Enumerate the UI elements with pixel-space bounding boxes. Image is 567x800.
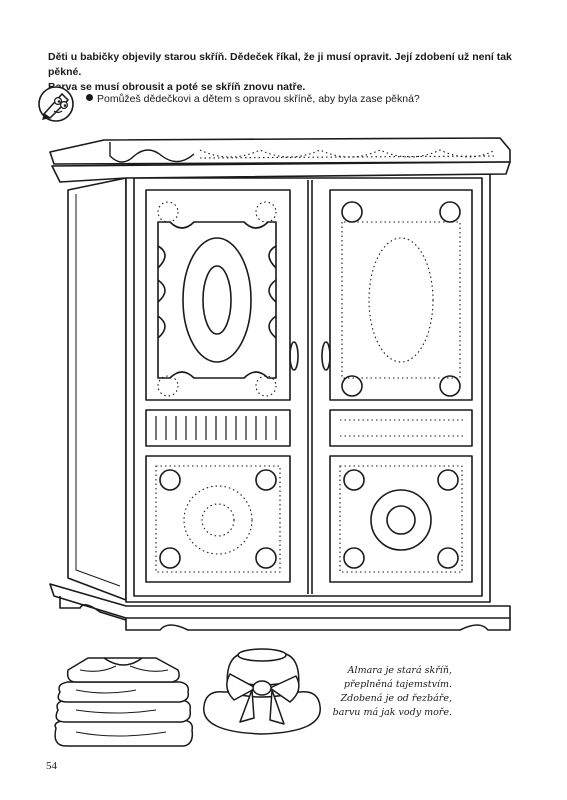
task-instruction: Pomůžeš dědečkovi a dětem s opravou skří… bbox=[86, 93, 420, 105]
poem-line-3: Zdobená je od řezbáře, bbox=[340, 693, 452, 704]
folded-clothes-illustration bbox=[54, 657, 194, 747]
intro-paragraph: Děti u babičky objevily starou skříň. Dě… bbox=[48, 50, 528, 95]
hat-illustration bbox=[203, 648, 321, 735]
poem-line-4: barvu má jak vody moře. bbox=[332, 707, 452, 718]
poem-line-1: Almara je stará skříň, bbox=[347, 665, 452, 676]
intro-line-1: Děti u babičky objevily starou skříň. Dě… bbox=[48, 51, 512, 78]
poem-line-2: přeplněná tajemstvím. bbox=[343, 679, 452, 690]
page-number: 54 bbox=[46, 760, 57, 772]
wardrobe-illustration bbox=[49, 137, 511, 631]
bullet-icon bbox=[86, 94, 93, 101]
task-text: Pomůžeš dědečkovi a dětem s opravou skří… bbox=[97, 93, 420, 105]
pencil-mascot-icon bbox=[38, 86, 74, 122]
intro-line-2: Barva se musí obrousit a poté se skříň z… bbox=[48, 81, 306, 93]
task-row: Pomůžeš dědečkovi a dětem s opravou skří… bbox=[36, 84, 536, 124]
poem: Almara je stará skříň, přeplněná tajemst… bbox=[300, 664, 452, 720]
